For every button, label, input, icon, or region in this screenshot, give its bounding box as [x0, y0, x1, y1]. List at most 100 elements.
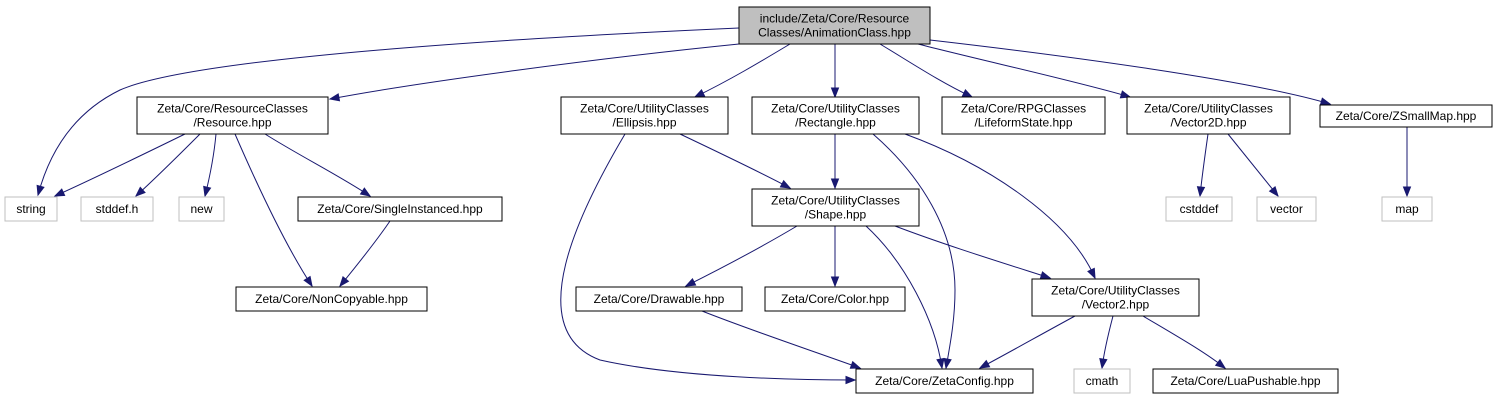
node-singleinst[interactable]: Zeta/Core/SingleInstanced.hpp	[297, 196, 503, 222]
node-label: /LifeformState.hpp	[974, 116, 1072, 130]
edge-arrowhead	[1119, 90, 1132, 99]
edge-arrowhead	[684, 277, 697, 287]
node-noncopyable[interactable]: Zeta/Core/NonCopyable.hpp	[235, 286, 428, 312]
node-rectangle[interactable]: Zeta/Core/UtilityClasses/Rectangle.hpp	[751, 96, 920, 135]
node-luapushable[interactable]: Zeta/Core/LuaPushable.hpp	[1152, 368, 1339, 394]
edge-resource-to-string	[53, 133, 186, 197]
node-label: cstddef	[1180, 202, 1219, 216]
node-label: Zeta/Core/UtilityClasses	[771, 102, 900, 116]
node-label: /Rectangle.hpp	[795, 116, 876, 130]
node-zetaconfig[interactable]: Zeta/Core/ZetaConfig.hpp	[855, 368, 1034, 394]
node-box	[136, 96, 329, 135]
node-box	[941, 96, 1106, 135]
node-box	[1256, 196, 1317, 222]
edge-arrowhead	[203, 185, 212, 198]
node-label: Zeta/Core/Color.hpp	[781, 292, 889, 306]
node-vector2d[interactable]: Zeta/Core/UtilityClasses/Vector2D.hpp	[1126, 96, 1291, 135]
edge-line	[37, 27, 740, 196]
edge-line	[264, 133, 371, 197]
edge-resource-to-stddef	[134, 133, 201, 197]
edge-ellipsis-to-zetaconfig	[560, 133, 857, 385]
edge-arrowhead	[693, 89, 706, 98]
edge-arrowhead	[1268, 185, 1279, 198]
edges-layer	[36, 27, 1412, 385]
edge-vector2d-to-vector	[1227, 133, 1279, 198]
edge-vector2-to-luapushable	[1142, 315, 1227, 369]
edge-line	[560, 133, 856, 381]
node-box	[560, 96, 729, 135]
edge-arrowhead	[849, 360, 862, 369]
node-cstddef: cstddef	[1165, 196, 1233, 222]
node-label: include/Zeta/Core/Resource	[760, 12, 910, 26]
nodes-layer: include/Zeta/Core/ResourceClasses/Animat…	[4, 6, 1493, 394]
edge-line	[879, 43, 973, 98]
edge-anim-to-zsmallmap	[929, 39, 1332, 106]
node-resource[interactable]: Zeta/Core/ResourceClasses/Resource.hpp	[136, 96, 329, 135]
node-color[interactable]: Zeta/Core/Color.hpp	[764, 286, 906, 312]
edge-arrowhead	[53, 188, 66, 197]
edge-arrowhead	[1402, 186, 1412, 198]
node-label: Zeta/Core/ResourceClasses	[157, 102, 308, 116]
edge-rectangle-to-zetaconfig	[872, 133, 956, 370]
node-box	[751, 188, 920, 227]
edge-line	[339, 220, 391, 287]
edge-arrowhead	[830, 178, 840, 190]
node-box	[1126, 96, 1291, 135]
edge-shape-to-vector2	[894, 225, 1052, 280]
node-label: Zeta/Core/NonCopyable.hpp	[255, 292, 408, 306]
edge-shape-to-drawable	[684, 225, 798, 287]
edge-rectangle-to-vector2	[904, 133, 1096, 280]
edge-arrowhead	[339, 275, 350, 288]
edge-anim-to-resource	[328, 43, 740, 102]
edge-line	[679, 133, 791, 189]
node-label: Zeta/Core/Drawable.hpp	[594, 292, 725, 306]
edge-line	[904, 133, 1096, 279]
node-box	[855, 368, 1034, 394]
node-label: Classes/AnimationClass.hpp	[758, 26, 911, 40]
node-label: /Ellipsis.hpp	[612, 116, 676, 130]
node-label: Zeta/Core/UtilityClasses	[771, 194, 900, 208]
edge-arrowhead	[943, 357, 952, 370]
edge-line	[917, 43, 1131, 98]
edge-line	[1227, 133, 1279, 197]
edge-line	[54, 133, 186, 197]
node-label: stddef.h	[96, 202, 139, 216]
edge-singleinst-to-noncopyable	[339, 220, 391, 288]
edge-arrowhead	[830, 276, 840, 288]
node-label: string	[16, 202, 45, 216]
node-label: Zeta/Core/LuaPushable.hpp	[1170, 374, 1320, 388]
node-lifeform[interactable]: Zeta/Core/RPGClasses/LifeformState.hpp	[941, 96, 1106, 135]
edge-arrowhead	[1196, 186, 1206, 198]
node-label: Zeta/Core/ZSmallMap.hpp	[1336, 109, 1477, 123]
node-stddef: stddef.h	[80, 196, 154, 222]
edge-arrowhead	[1099, 357, 1108, 370]
node-box	[1152, 368, 1339, 394]
node-vector: vector	[1256, 196, 1317, 222]
node-box	[738, 6, 931, 45]
edge-arrowhead	[1039, 271, 1052, 280]
node-box	[1165, 196, 1233, 222]
node-anim[interactable]: include/Zeta/Core/ResourceClasses/Animat…	[738, 6, 931, 45]
edge-anim-to-vector2d	[917, 43, 1132, 99]
node-cmath: cmath	[1073, 368, 1131, 394]
node-drawable[interactable]: Zeta/Core/Drawable.hpp	[575, 286, 743, 312]
node-vector2[interactable]: Zeta/Core/UtilityClasses/Vector2.hpp	[1031, 278, 1200, 317]
edge-arrowhead	[303, 275, 313, 288]
edge-vector2d-to-cstddef	[1196, 133, 1209, 198]
edge-arrowhead	[1214, 358, 1227, 369]
node-map: map	[1381, 196, 1433, 222]
edge-arrowhead	[36, 184, 45, 197]
node-box	[235, 286, 428, 312]
node-string: string	[4, 196, 58, 222]
node-label: Zeta/Core/SingleInstanced.hpp	[317, 202, 483, 216]
edge-arrowhead	[328, 93, 341, 102]
node-shape[interactable]: Zeta/Core/UtilityClasses/Shape.hpp	[751, 188, 920, 227]
node-ellipsis[interactable]: Zeta/Core/UtilityClasses/Ellipsis.hpp	[560, 96, 729, 135]
edge-arrowhead	[830, 87, 840, 99]
node-label: /Vector2.hpp	[1082, 298, 1150, 312]
edge-vector2-to-zetaconfig	[978, 315, 1076, 369]
edge-line	[701, 310, 861, 369]
edge-line	[694, 43, 791, 98]
node-zsmallmap[interactable]: Zeta/Core/ZSmallMap.hpp	[1319, 104, 1493, 128]
node-new: new	[178, 196, 225, 222]
